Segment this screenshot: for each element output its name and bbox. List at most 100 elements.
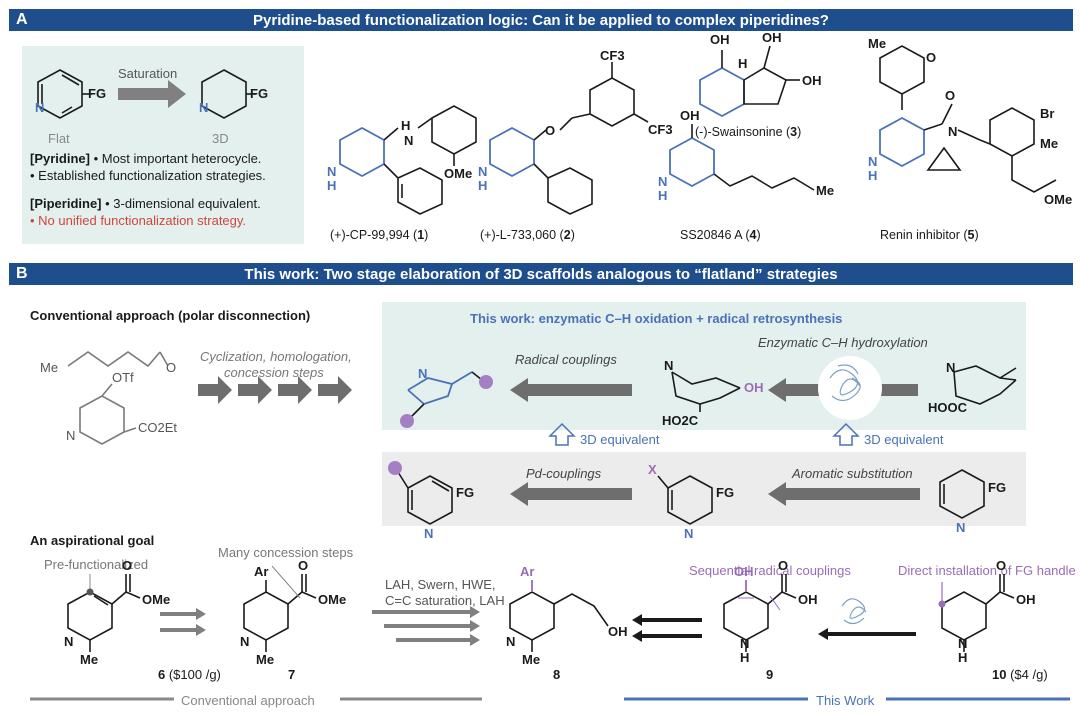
this-work-box [382, 302, 1026, 430]
cmpd5-me-ring: Me [1040, 136, 1058, 151]
enzyme-small-icon [841, 598, 867, 625]
cmpd2-ring-n: N [478, 164, 487, 179]
arrow-9-8 [632, 614, 702, 642]
compound-2-structure [489, 62, 649, 215]
cmpd7-ome: OMe [318, 592, 346, 607]
cmpd8-label: 8 [553, 667, 561, 682]
three-d-label: 3D [212, 131, 229, 146]
cmpd7-label: 7 [288, 667, 296, 682]
cmpd5-me-top: Me [868, 36, 886, 51]
cmpd9-label: 9 [766, 667, 774, 682]
cmpd8-me: Me [522, 652, 540, 667]
dienal-o: O [166, 360, 176, 375]
cmpd5-br: Br [1040, 106, 1054, 121]
cmpd6-label: 6 ($100 /g) [158, 667, 221, 682]
thp-co2et: CO2Et [138, 420, 177, 435]
cmpd10-h: H [958, 650, 967, 665]
thp-otf: OTf [112, 370, 134, 385]
compound-9-structure [723, 574, 797, 652]
panel-b-letter: B [16, 265, 28, 282]
conventional-heading: Conventional approach (polar disconnecti… [30, 308, 311, 323]
saturation-arrow [118, 80, 186, 108]
cmpd5-ring-h: H [868, 168, 877, 183]
product-3d-structure [400, 371, 493, 428]
cmpd5-ring-n: N [868, 154, 877, 169]
cmpd4-me: Me [816, 183, 834, 198]
pyridine-n: N [35, 100, 45, 115]
reagents-line-2: C=C saturation, LAH [385, 593, 505, 608]
cmpd4-ring-n: N [658, 174, 667, 189]
compound-1-structure [339, 105, 477, 215]
cmpd10-n: N [958, 636, 967, 651]
saturation-label: Saturation [118, 66, 178, 81]
cmpd10-label: 10 ($4 /g) [992, 667, 1048, 682]
compound-1-label: (+)-CP-99,994 (1) [330, 228, 429, 242]
arrow-7-8 [372, 606, 480, 646]
radical-couplings-label: Radical couplings [515, 352, 617, 367]
sphere-pyridine-structure [388, 461, 453, 525]
aromatic-sub-label: Aromatic substitution [792, 466, 913, 481]
cmpd5-n-amide: N [948, 124, 957, 139]
pd-arrow [510, 482, 632, 506]
cmpd8-oh: OH [608, 624, 628, 639]
product-n: N [418, 366, 427, 381]
conventional-footer: Conventional approach [181, 693, 315, 708]
compound-10-structure [938, 574, 1015, 652]
panel-a-banner: A Pyridine-based functionalization logic… [9, 9, 1073, 31]
cmpd2-cf3-right: CF3 [648, 122, 673, 137]
compound-5-label: Renin inhibitor (5) [880, 228, 979, 242]
cmpd4-ring-h: H [658, 188, 667, 203]
enzyme-icon [818, 356, 882, 420]
three-d-up-arrows [548, 422, 860, 446]
cmpd9-h: H [740, 650, 749, 665]
this-work-footer: This Work [816, 693, 875, 708]
pyridine-fg: FG [88, 86, 107, 101]
pipecolic-hooc: HOOC [928, 400, 968, 415]
halo-pyridine-x: X [648, 462, 657, 477]
sequential-label: Sequential radical couplings [689, 563, 851, 578]
direct-label: Direct installation of FG handle [898, 563, 1076, 578]
piperidine-n: N [199, 100, 209, 115]
compound-3-label: (-)-Swainsonine (3) [695, 125, 802, 139]
piperidine-desc-2: • No unified functionalization strategy. [30, 213, 247, 228]
concession-label: concession steps [224, 365, 324, 380]
cmpd6-me: Me [80, 652, 98, 667]
cmpd8-n: N [506, 634, 515, 649]
dienal-me: Me [40, 360, 58, 375]
cmpd1-ome: OMe [444, 166, 472, 181]
panel-a-letter: A [16, 11, 28, 28]
many-steps-label: Many concession steps [218, 545, 354, 560]
cmpd3-h: H [738, 56, 747, 71]
cmpd2-o-atom: O [545, 123, 555, 138]
thp-n: N [66, 428, 75, 443]
panel-b-banner: B This work: Two stage elaboration of 3D… [9, 263, 1073, 285]
pyridine-structure [37, 69, 92, 119]
pd-couplings-label: Pd-couplings [526, 466, 602, 481]
halo-pyridine-n: N [684, 526, 693, 541]
arrow-10-9 [818, 628, 916, 640]
aromatic-arrow [768, 482, 920, 506]
cmpd5-ome: OMe [1044, 192, 1072, 207]
cmpd7-me: Me [256, 652, 274, 667]
cmpd7-ar: Ar [254, 564, 268, 579]
cmpd9-acid-oh: OH [798, 592, 818, 607]
compound-4-structure [669, 124, 815, 191]
this-work-heading: This work: enzymatic C–H oxidation + rad… [470, 311, 843, 326]
cmpd3-oh-2: OH [762, 30, 782, 45]
cmpd10-o: O [996, 558, 1006, 573]
pyridine-desc-2: • Established functionalization strategi… [30, 168, 266, 183]
hydroxy-acid-n: N [664, 358, 673, 373]
compound-8-structure [509, 580, 609, 652]
three-d-equiv-left: 3D equivalent [580, 432, 660, 447]
compound-5-structure [879, 45, 1057, 193]
enzymatic-label: Enzymatic C–H hydroxylation [758, 335, 928, 350]
hydroxy-acid-ho2c: HO2C [662, 413, 699, 428]
dienal-structure [67, 351, 161, 368]
halo-pyridine-fg: FG [716, 485, 734, 500]
cmpd3-oh-3: OH [802, 73, 822, 88]
cmpd7-n: N [240, 634, 249, 649]
compound-6-structure [67, 574, 141, 652]
piperidine-structure [201, 69, 256, 119]
prefunctionalized-label: Pre-functionalized [44, 557, 149, 572]
